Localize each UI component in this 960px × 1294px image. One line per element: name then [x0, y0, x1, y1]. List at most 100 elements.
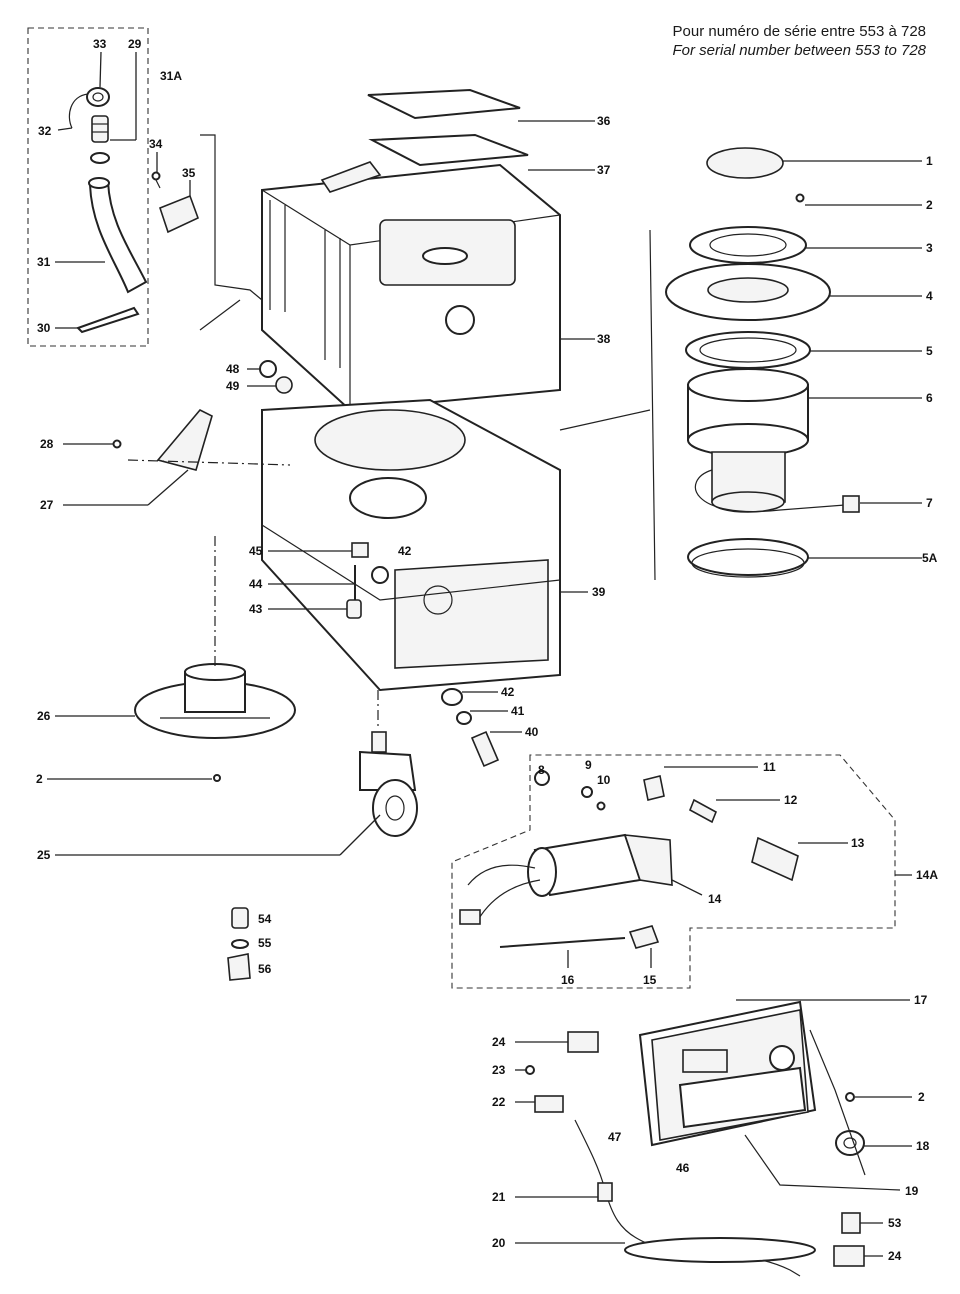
kit-14a-group-box [451, 754, 896, 989]
elbow-part-15 [628, 925, 660, 949]
hose-part-31 [88, 180, 148, 294]
callout-32: 32 [38, 124, 52, 138]
callout-5: 5 [926, 344, 933, 358]
callout-10: 10 [597, 773, 611, 787]
pump-part-14 [527, 833, 673, 897]
plate-part-4 [665, 263, 831, 321]
screw-part-28 [112, 439, 122, 449]
dolly-part-26 [134, 663, 296, 739]
connector-part-7 [842, 495, 860, 513]
fitting-part-45 [351, 542, 369, 558]
screw-part-2-dolly [213, 774, 221, 782]
fitting-part-29 [90, 115, 110, 164]
coupler-part-13 [751, 836, 799, 882]
serial-note-french: Pour numéro de série entre 553 à 728 [672, 23, 927, 40]
washer-part-42-bottom [441, 688, 463, 706]
callout-25: 25 [37, 848, 51, 862]
callout-34: 34 [149, 137, 163, 151]
callout-labels: 33 29 31A 32 34 35 31 30 36 37 38 48 49 … [36, 37, 938, 1263]
guide-line-28 [127, 459, 291, 466]
filter-part-43 [346, 599, 362, 619]
caster-part-25 [359, 731, 418, 837]
fitting-part-54 [231, 907, 249, 929]
guide-line-motor [559, 229, 656, 581]
callout-14a: 14A [916, 868, 938, 882]
callout-31a: 31A [160, 69, 182, 83]
callout-14: 14 [708, 892, 722, 906]
screw-part-10 [596, 801, 606, 811]
terminal-part-24-top [567, 1031, 599, 1053]
oring-part-41 [456, 711, 472, 725]
cord-coil-part-20 [624, 1237, 816, 1263]
nut-part-8 [534, 770, 550, 786]
lower-base-part-39 [261, 398, 561, 692]
callout-11: 11 [763, 760, 776, 774]
washer-part-42-top [371, 566, 389, 584]
guide-line-panel [744, 1029, 901, 1191]
kit-31a-group-box [27, 27, 149, 347]
bracket-part-27 [156, 409, 213, 471]
callout-21: 21 [492, 1190, 506, 1204]
wand-part-30 [76, 306, 140, 334]
cap-part-33 [86, 87, 110, 107]
motor-wires [694, 469, 846, 513]
callout-17: 17 [914, 993, 928, 1007]
valve-part-40 [470, 730, 500, 768]
callout-31: 31 [37, 255, 51, 269]
screen-part-1 [706, 147, 784, 179]
bracket-part-35 [159, 194, 200, 234]
callout-49: 49 [226, 379, 240, 393]
callout-47: 47 [608, 1130, 622, 1144]
callout-18: 18 [916, 1139, 930, 1153]
callout-27: 27 [40, 498, 54, 512]
callout-23: 23 [492, 1063, 506, 1077]
callout-44: 44 [249, 577, 263, 591]
callout-37: 37 [597, 163, 611, 177]
callout-20: 20 [492, 1236, 506, 1250]
guide-line-tank [199, 134, 263, 331]
oring-part-55 [231, 939, 249, 949]
screw-part-2-panel [845, 1092, 855, 1102]
callout-40: 40 [525, 725, 539, 739]
callout-55: 55 [258, 936, 272, 950]
callout-42-bottom: 42 [501, 685, 515, 699]
callout-1: 1 [926, 154, 933, 168]
callout-24-top: 24 [492, 1035, 506, 1049]
callout-48: 48 [226, 362, 240, 376]
callout-33: 33 [93, 37, 107, 51]
callout-7: 7 [926, 496, 933, 510]
filter-part-48 [259, 360, 277, 378]
strain-relief [597, 1182, 613, 1202]
serial-note-english: For serial number between 553 to 728 [672, 42, 926, 59]
label-part-46 [678, 1066, 807, 1129]
light-part-19-socket [769, 1045, 795, 1071]
callout-29: 29 [128, 37, 142, 51]
callout-35: 35 [182, 166, 196, 180]
screw-part-34 [151, 171, 161, 189]
callout-39: 39 [592, 585, 606, 599]
upper-tank-part-38 [261, 161, 561, 412]
callout-12: 12 [784, 793, 798, 807]
clamp-part-22 [534, 1095, 564, 1113]
pump-wires [467, 864, 541, 921]
callout-26: 26 [37, 709, 51, 723]
screw-part-2-top [795, 193, 805, 203]
callout-2-dolly: 2 [36, 772, 43, 786]
cap-strap [68, 93, 89, 129]
hose-end [88, 177, 110, 189]
terminal-part-24-bottom [833, 1245, 865, 1267]
callout-54: 54 [258, 912, 272, 926]
pump-connector [459, 909, 481, 925]
callout-6: 6 [926, 391, 933, 405]
callout-2-panel: 2 [918, 1090, 925, 1104]
callout-46: 46 [676, 1161, 690, 1175]
fuse-part-53 [841, 1212, 861, 1234]
callout-38: 38 [597, 332, 611, 346]
tube-part-16 [499, 937, 626, 948]
motor-part-6 [687, 368, 809, 513]
nipple-part-12 [688, 798, 718, 824]
elbow-part-11 [643, 775, 665, 801]
callout-30: 30 [37, 321, 51, 335]
callout-4: 4 [926, 289, 933, 303]
